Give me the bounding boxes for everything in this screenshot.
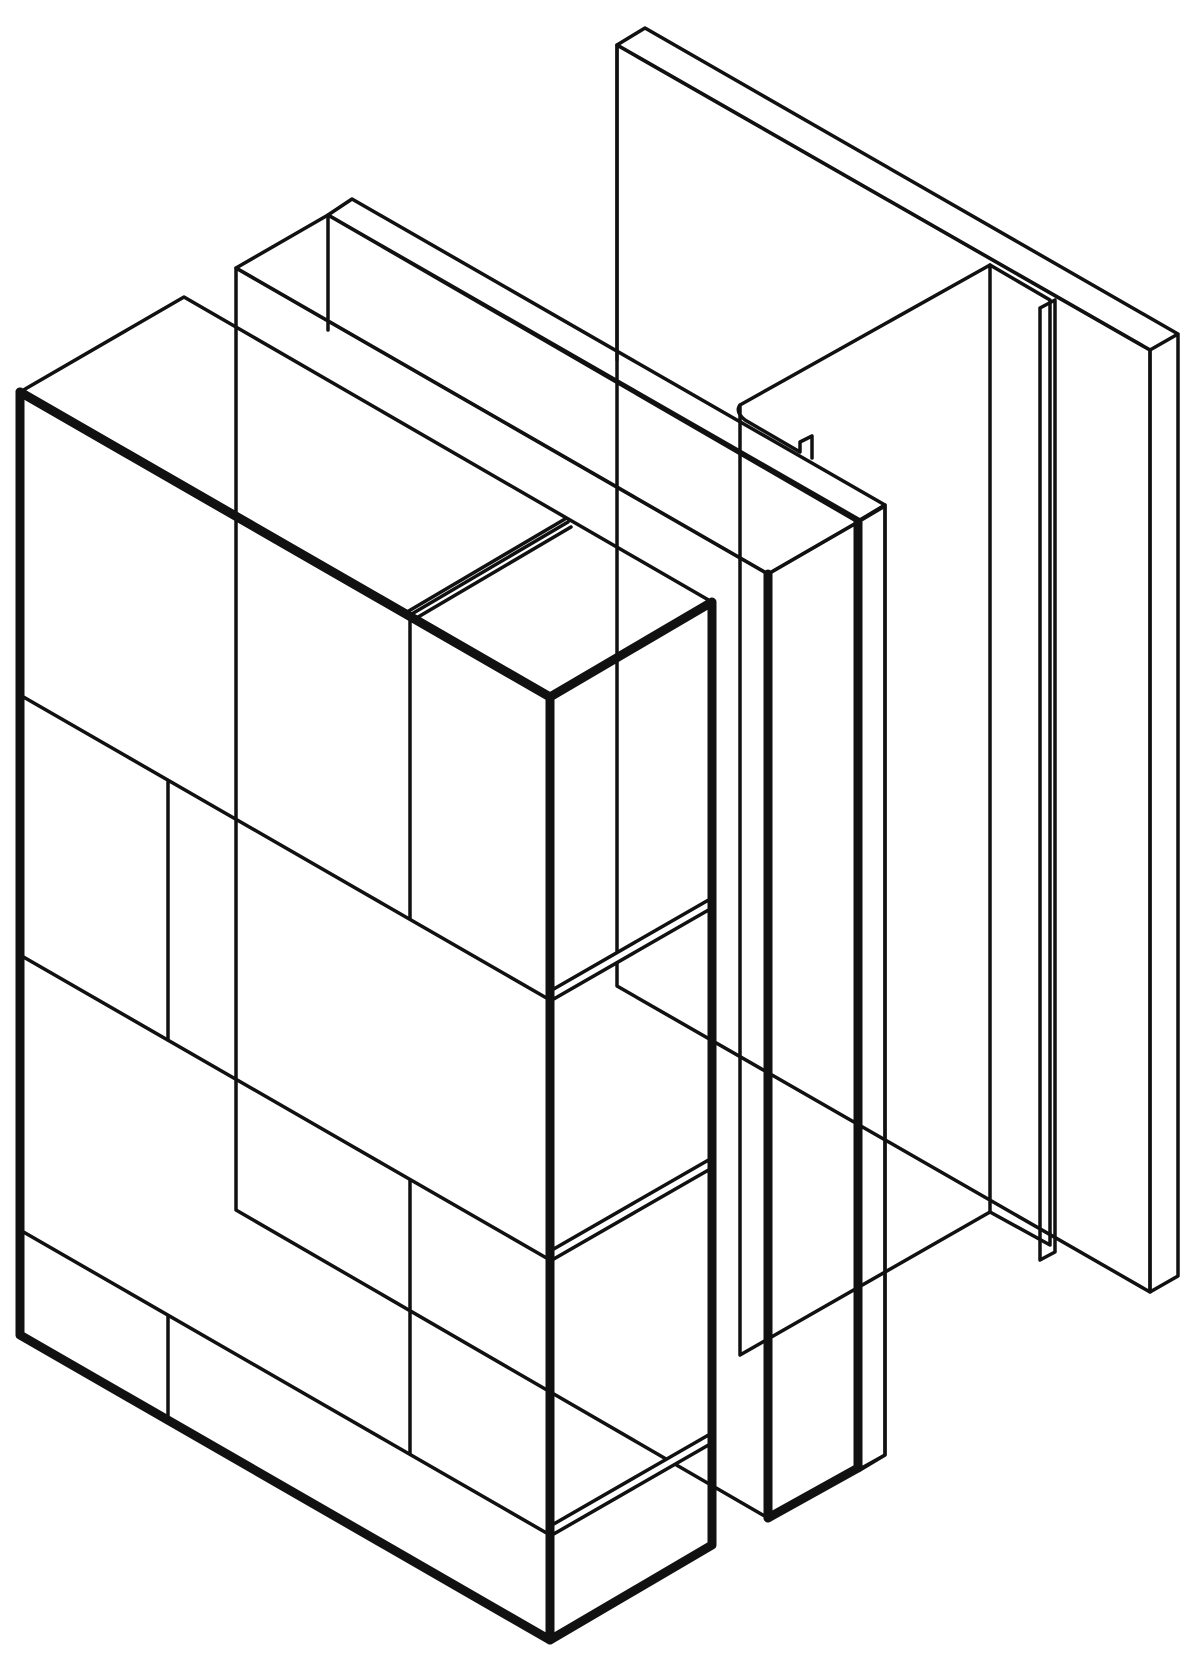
stud-web-face (615, 43, 1152, 1294)
insulation-bottom-edge (763, 1463, 863, 1523)
cladding-side-joints (550, 896, 714, 1537)
cladding-top-joint-white (408, 520, 570, 617)
stud-clip (736, 403, 814, 460)
cladding-top (18, 295, 714, 699)
insulation-board (234, 213, 887, 1523)
stud-flange (738, 263, 992, 1357)
air-cavity-section (766, 520, 860, 1520)
cladding-courses (18, 693, 552, 1537)
cladding-top-joint-a (405, 517, 567, 614)
sheathing-top (326, 197, 887, 522)
sheathing-front (858, 503, 887, 1472)
stone-cladding (15, 295, 717, 1645)
insulation-face (234, 266, 770, 1520)
steel-stud (615, 26, 1180, 1357)
stud-web (615, 26, 1180, 1294)
cladding-head-joints (166, 617, 412, 1456)
cladding-top-joint-b (411, 525, 573, 622)
stud-lip (988, 263, 1052, 1247)
stud-lip-edge (1038, 298, 1057, 1262)
